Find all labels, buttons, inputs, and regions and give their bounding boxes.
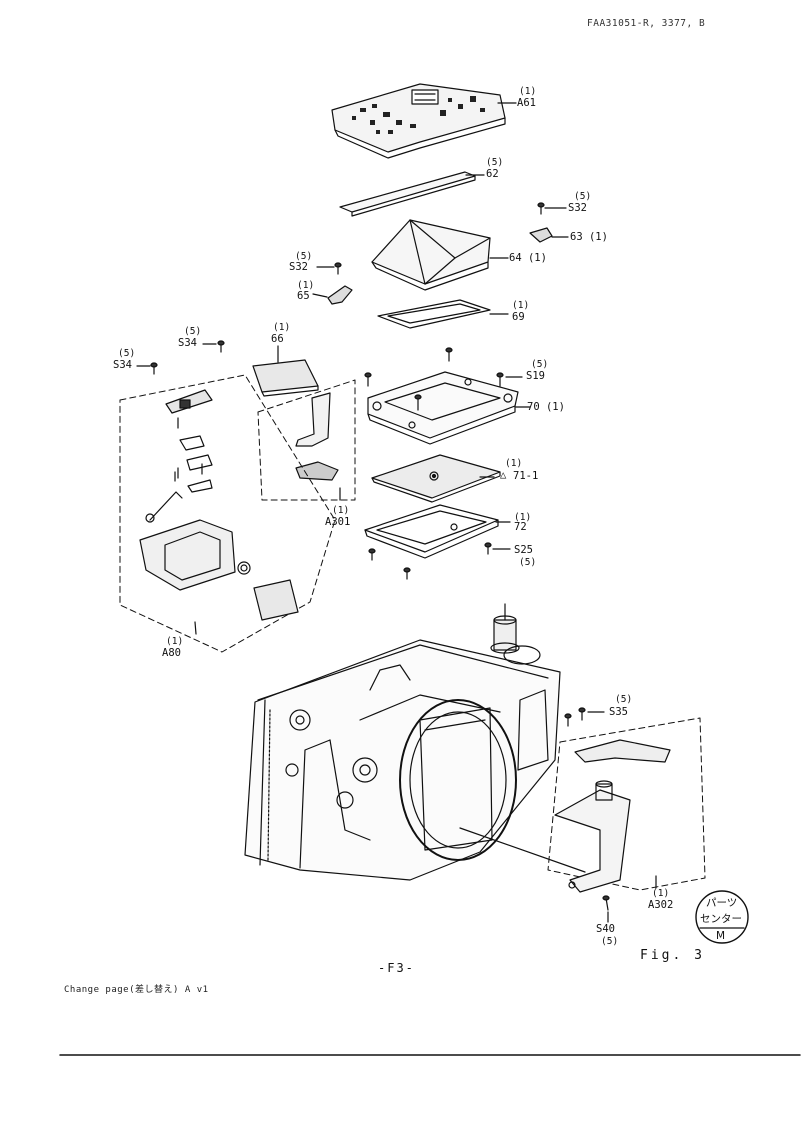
ref-label-a61: A61	[517, 97, 536, 109]
assembly-a80	[139, 389, 299, 621]
ref-label-70: 70 (1)	[527, 401, 565, 413]
screw-s35	[564, 707, 586, 727]
group-outline-a302	[547, 717, 706, 891]
stamp-letter: M	[716, 930, 726, 942]
ref-label-64: 64 (1)	[509, 252, 547, 264]
qty-label-66: (1)	[273, 322, 291, 333]
qty-label-a61: (1)	[519, 86, 537, 97]
document-code: FAA31051-R, 3377, B	[587, 18, 706, 29]
screw-s32-right	[537, 202, 545, 215]
change-page-note: Change page(差し替え) A v1	[64, 985, 209, 995]
qty-label-72: (1)	[514, 512, 532, 523]
qty-label-s32-right: (5)	[574, 191, 592, 202]
screw-s40	[602, 895, 610, 911]
qty-label-s35: (5)	[615, 694, 633, 705]
screw-s19	[364, 347, 504, 387]
ref-label-66: 66	[271, 333, 284, 345]
screw-s25	[368, 542, 492, 580]
qty-label-a302: (1)	[652, 888, 670, 899]
ref-label-65: 65	[297, 290, 310, 302]
ref-label-s40: S40	[596, 923, 615, 935]
ref-label-s32-left: S32	[289, 261, 308, 273]
stamp-line-2: センター	[700, 913, 742, 925]
qty-label-s34-upper: (5)	[184, 326, 202, 337]
ref-label-s19: S19	[526, 370, 545, 382]
frame-72	[364, 504, 499, 559]
ref-label-s35: S35	[609, 706, 628, 718]
group-outline-a80	[119, 374, 336, 653]
meter-a302	[554, 739, 671, 893]
flex-a301	[295, 392, 339, 481]
warning-triangle-icon: △	[500, 469, 507, 481]
screw-s32-left	[334, 262, 342, 275]
ref-label-a302: A302	[648, 899, 674, 911]
stamp-line-1: パーツ	[706, 897, 738, 909]
ref-label-s32-right: S32	[568, 202, 587, 214]
ref-label-63: 63 (1)	[570, 231, 608, 243]
screw-s34	[150, 340, 225, 375]
ref-label-s34-upper: S34	[178, 337, 197, 349]
qty-label-a301: (1)	[332, 505, 350, 516]
qty-label-s34-lower: (5)	[118, 348, 136, 359]
circuit-board-a61	[331, 83, 506, 159]
part-62-strip	[339, 171, 476, 217]
qty-label-s25: (5)	[519, 557, 537, 568]
pad-66	[252, 359, 319, 397]
part-63	[529, 227, 553, 243]
qty-label-62: (5)	[486, 157, 504, 168]
qty-label-a80: (1)	[166, 636, 184, 647]
group-outline-a301	[257, 379, 356, 501]
gasket-69	[377, 299, 491, 329]
part-65	[327, 285, 353, 305]
camera-body	[244, 603, 561, 881]
ref-label-72: 72	[514, 521, 527, 533]
ref-label-69: 69	[512, 311, 525, 323]
qty-label-65: (1)	[297, 280, 315, 291]
qty-label-69: (1)	[512, 300, 530, 311]
ref-label-62: 62	[486, 168, 499, 180]
ref-label-a301: A301	[325, 516, 351, 528]
parts-center-stamp	[695, 890, 749, 944]
prism-64	[371, 219, 491, 291]
ref-label-s25: S25	[514, 544, 533, 556]
page-number: -F3-	[378, 961, 415, 975]
frame-70	[367, 371, 519, 445]
figure-label: Fig. 3	[640, 948, 705, 963]
qty-label-s32-left: (5)	[295, 251, 313, 262]
qty-label-71-1: (1)	[505, 458, 523, 469]
ref-label-a80: A80	[162, 647, 181, 659]
qty-label-s40: (5)	[601, 936, 619, 947]
ref-label-s34-lower: S34	[113, 359, 132, 371]
focusing-screen-71-1	[371, 454, 501, 503]
ref-label-71-1: 71-1	[513, 470, 539, 482]
qty-label-s19: (5)	[531, 359, 549, 370]
